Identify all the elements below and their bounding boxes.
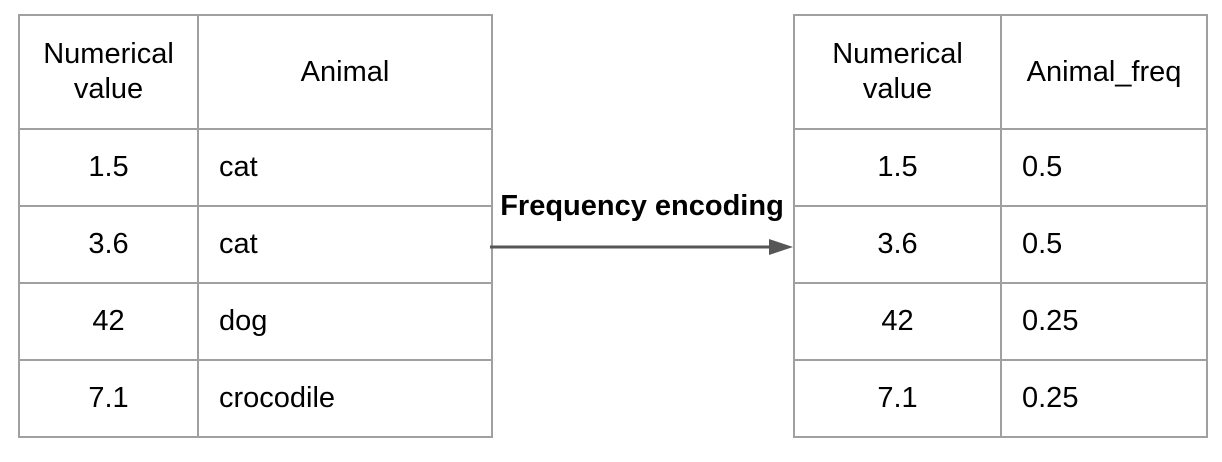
table-cell: 1.5 <box>793 128 1002 207</box>
table-row: 42 dog <box>18 282 493 361</box>
table-cell: cat <box>197 128 493 207</box>
table-cell: 0.25 <box>1000 359 1208 438</box>
source-table: Numerical value Animal 1.5 cat 3.6 cat 4… <box>18 14 493 438</box>
table-cell: cat <box>197 205 493 284</box>
table-row: 7.1 0.25 <box>793 359 1208 438</box>
source-header-animal: Animal <box>197 14 493 130</box>
table-row: 3.6 cat <box>18 205 493 284</box>
table-cell: dog <box>197 282 493 361</box>
table-cell: 42 <box>793 282 1002 361</box>
encoded-table: Numerical value Animal_freq 1.5 0.5 3.6 … <box>793 14 1208 438</box>
table-cell: 3.6 <box>18 205 199 284</box>
encoded-header-animal-freq: Animal_freq <box>1000 14 1208 130</box>
table-cell: 0.5 <box>1000 205 1208 284</box>
table-cell: 7.1 <box>18 359 199 438</box>
table-row: 1.5 0.5 <box>793 128 1208 207</box>
table-cell: 7.1 <box>793 359 1002 438</box>
arrow-label: Frequency encoding <box>500 190 784 222</box>
table-cell: 0.5 <box>1000 128 1208 207</box>
table-cell: 0.25 <box>1000 282 1208 361</box>
right-arrow-icon <box>490 239 793 255</box>
table-row: 3.6 0.5 <box>793 205 1208 284</box>
encoded-header-numerical-value: Numerical value <box>793 14 1002 130</box>
table-cell: 3.6 <box>793 205 1002 284</box>
table-row: 42 0.25 <box>793 282 1208 361</box>
source-table-header-row: Numerical value Animal <box>18 14 493 130</box>
source-header-numerical-value: Numerical value <box>18 14 199 130</box>
table-cell: 42 <box>18 282 199 361</box>
table-cell: 1.5 <box>18 128 199 207</box>
table-row: 1.5 cat <box>18 128 493 207</box>
table-row: 7.1 crocodile <box>18 359 493 438</box>
encoded-table-header-row: Numerical value Animal_freq <box>793 14 1208 130</box>
table-cell: crocodile <box>197 359 493 438</box>
